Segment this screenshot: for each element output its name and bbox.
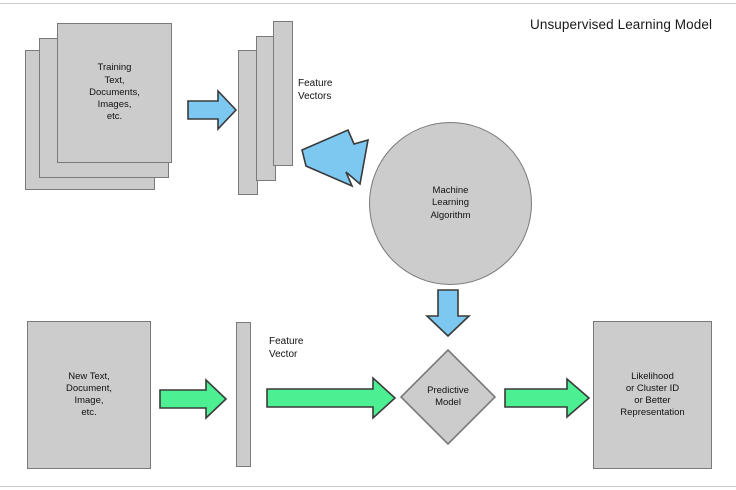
feature-vectors-caption: Feature Vectors bbox=[298, 78, 333, 102]
bottom-divider-rule bbox=[0, 486, 736, 487]
training-documents-stack: Training Text, Documents, Images, etc. bbox=[57, 23, 172, 163]
top-divider-rule bbox=[0, 3, 736, 4]
arrow-newinput-to-featurevector bbox=[159, 378, 228, 420]
feature-vector-bar bbox=[236, 322, 251, 467]
new-input-box: New Text, Document, Image, etc. bbox=[27, 321, 151, 469]
output-label: Likelihood or Cluster ID or Better Repre… bbox=[620, 370, 685, 419]
machine-learning-algorithm-label: Machine Learning Algorithm bbox=[430, 185, 471, 221]
arrow-features-to-algorithm bbox=[301, 128, 370, 188]
arrow-predictive-model-to-output bbox=[504, 377, 591, 419]
predictive-model-diamond-shape bbox=[399, 348, 497, 446]
arrow-training-to-features bbox=[187, 88, 238, 132]
feature-vector-caption: Feature Vector bbox=[269, 336, 304, 360]
diagram-title: Unsupervised Learning Model bbox=[530, 17, 713, 32]
predictive-model-label: Predictive Model bbox=[427, 384, 469, 408]
output-box: Likelihood or Cluster ID or Better Repre… bbox=[593, 321, 712, 469]
new-input-label: New Text, Document, Image, etc. bbox=[66, 370, 112, 419]
arrow-featurevector-to-predictive-model bbox=[266, 376, 397, 420]
training-documents-label: Training Text, Documents, Images, etc. bbox=[89, 62, 140, 123]
feature-vector-bar-front bbox=[238, 50, 258, 195]
feature-vector-bar-back bbox=[273, 21, 293, 166]
arrow-algorithm-to-predictive-model bbox=[425, 289, 471, 338]
machine-learning-algorithm-circle: Machine Learning Algorithm bbox=[369, 122, 532, 285]
predictive-model-diamond: Predictive Model bbox=[399, 348, 497, 446]
